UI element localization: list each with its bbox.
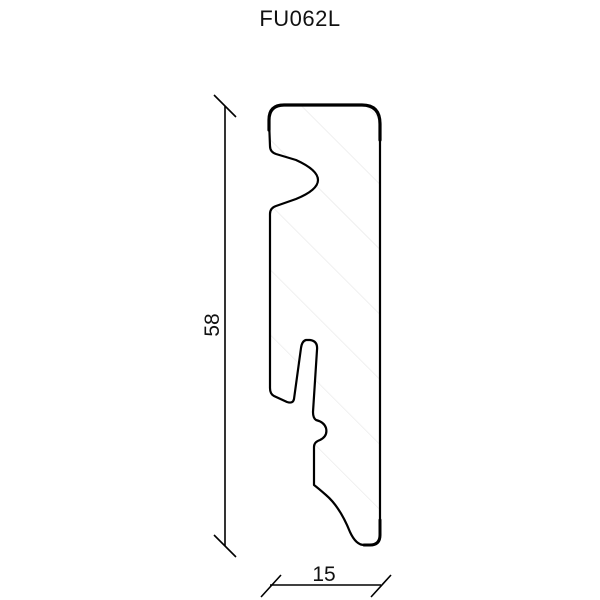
profile-title: FU062L bbox=[259, 6, 341, 31]
width-dimension-label: 15 bbox=[312, 563, 335, 586]
width-dimension-tick-left bbox=[260, 574, 282, 598]
height-dimension-tick-bottom bbox=[213, 534, 237, 558]
height-dimension-tick-top bbox=[213, 94, 237, 118]
profile-shape bbox=[267, 103, 382, 547]
width-dimension: 15 bbox=[260, 563, 392, 598]
height-dimension-label: 58 bbox=[201, 313, 224, 336]
width-dimension-tick-right bbox=[370, 574, 392, 598]
height-dimension: 58 bbox=[201, 94, 237, 558]
